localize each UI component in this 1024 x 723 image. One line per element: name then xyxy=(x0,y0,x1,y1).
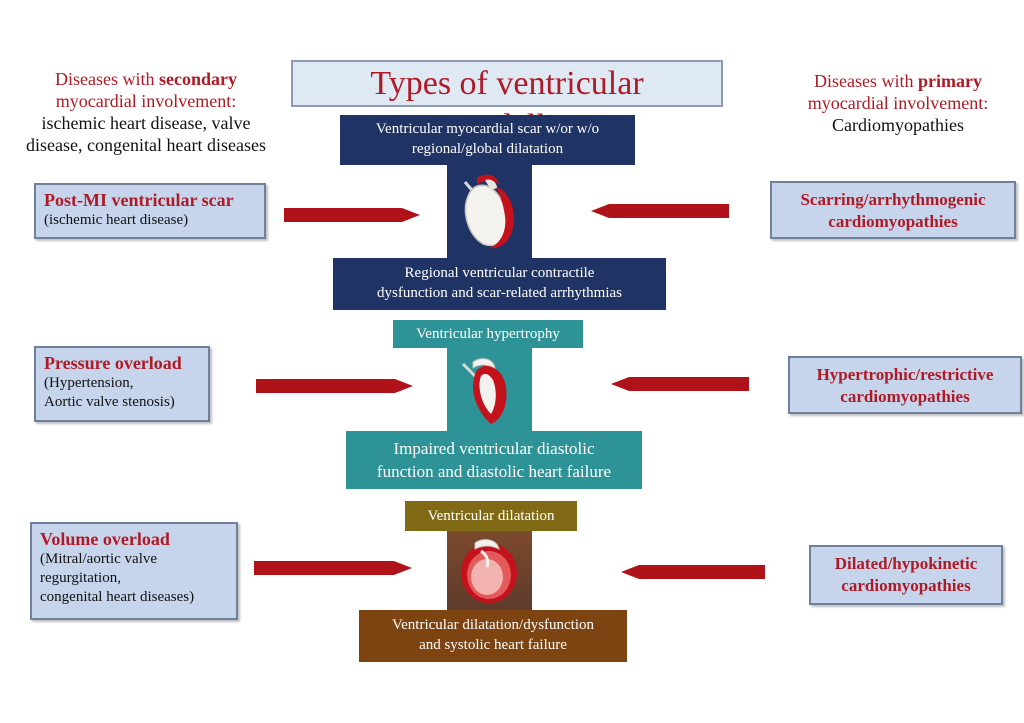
center-outcome-line1: Ventricular dilatation/dysfunction xyxy=(391,617,595,633)
right-box-dilated: Dilated/hypokinetic cardiomyopathies xyxy=(809,545,1003,605)
left-box-title: Volume overload xyxy=(40,529,170,549)
note-emphasis: secondary xyxy=(158,69,237,89)
heart-panel-dilatation xyxy=(447,531,532,611)
right-box-title-line2: cardiomyopathies xyxy=(828,212,958,231)
arrow-left-row3 xyxy=(254,561,412,575)
heart-scar-icon xyxy=(463,174,514,249)
center-outcome-systolic: Ventricular dilatation/dysfunction and s… xyxy=(359,610,627,662)
center-label-scar: Ventricular myocardial scar w/or w/o reg… xyxy=(340,115,635,165)
right-box-title-line1: Hypertrophic/restrictive xyxy=(816,365,994,384)
note-line4: disease, congenital heart diseases xyxy=(26,135,266,155)
center-outcome-line2: and systolic heart failure xyxy=(419,637,567,653)
note-prefix: Diseases with xyxy=(55,69,159,89)
left-box-detail-line1: (Hypertension, xyxy=(44,375,134,391)
right-box-title-line1: Dilated/hypokinetic xyxy=(834,554,978,573)
right-box-title-line1: Scarring/arrhythmogenic xyxy=(800,190,986,209)
center-outcome-line1: Impaired ventricular diastolic xyxy=(393,439,595,458)
left-box-volume-overload: Volume overload (Mitral/aortic valve reg… xyxy=(30,522,238,620)
center-outcome-line2: function and diastolic heart failure xyxy=(376,462,612,481)
left-box-title: Pressure overload xyxy=(44,353,182,373)
center-outcome-line2: dysfunction and scar-related arrhythmias xyxy=(376,285,623,301)
center-label-dilatation: Ventricular dilatation xyxy=(405,501,577,531)
center-label-hypertrophy: Ventricular hypertrophy xyxy=(393,320,583,348)
left-box-detail-line3: congenital heart diseases) xyxy=(40,589,195,605)
center-label-line1: Ventricular dilatation xyxy=(427,508,555,524)
left-box-post-mi: Post-MI ventricular scar (ischemic heart… xyxy=(34,183,266,239)
left-box-detail-line1: (Mitral/aortic valve xyxy=(40,551,158,567)
note-emphasis: primary xyxy=(918,71,982,91)
arrow-right-row3 xyxy=(621,565,765,579)
heart-dilatation-icon xyxy=(461,539,517,603)
arrow-left-row2 xyxy=(256,379,413,393)
left-box-pressure-overload: Pressure overload (Hypertension, Aortic … xyxy=(34,346,210,422)
note-line2: myocardial involvement: xyxy=(55,91,237,111)
center-outcome-scar: Regional ventricular contractile dysfunc… xyxy=(333,258,666,310)
left-box-detail: (ischemic heart disease) xyxy=(44,212,189,228)
left-box-detail-line2: Aortic valve stenosis) xyxy=(44,394,175,410)
note-line2: myocardial involvement: xyxy=(807,93,989,113)
right-box-title-line2: cardiomyopathies xyxy=(841,576,971,595)
note-line3: Cardiomyopathies xyxy=(832,115,964,135)
note-line3: ischemic heart disease, valve xyxy=(41,113,251,133)
note-prefix: Diseases with xyxy=(814,71,918,91)
left-box-detail-line2: regurgitation, xyxy=(40,570,121,586)
left-box-title: Post-MI ventricular scar xyxy=(44,190,234,210)
right-box-hypertrophic: Hypertrophic/restrictive cardiomyopathie… xyxy=(788,356,1022,414)
right-box-scarring: Scarring/arrhythmogenic cardiomyopathies xyxy=(770,181,1016,239)
center-outcome-diastolic: Impaired ventricular diastolic function … xyxy=(346,431,642,489)
center-label-line2: regional/global dilatation xyxy=(411,141,564,157)
arrow-right-row2 xyxy=(611,377,749,391)
heart-panel-hypertrophy xyxy=(447,348,532,432)
center-label-line1: Ventricular myocardial scar w/or w/o xyxy=(375,121,600,137)
arrow-left-row1 xyxy=(284,208,420,222)
secondary-involvement-note: Diseases with secondary myocardial invol… xyxy=(10,68,282,156)
center-outcome-line1: Regional ventricular contractile xyxy=(404,265,595,281)
diagram-title: Types of ventricular remodelling xyxy=(291,60,723,145)
heart-panel-scar xyxy=(447,164,532,259)
center-label-line1: Ventricular hypertrophy xyxy=(416,326,560,342)
right-box-title-line2: cardiomyopathies xyxy=(840,387,970,406)
arrow-right-row1 xyxy=(591,204,729,218)
primary-involvement-note: Diseases with primary myocardial involve… xyxy=(778,70,1018,136)
heart-hypertrophy-icon xyxy=(461,358,507,424)
